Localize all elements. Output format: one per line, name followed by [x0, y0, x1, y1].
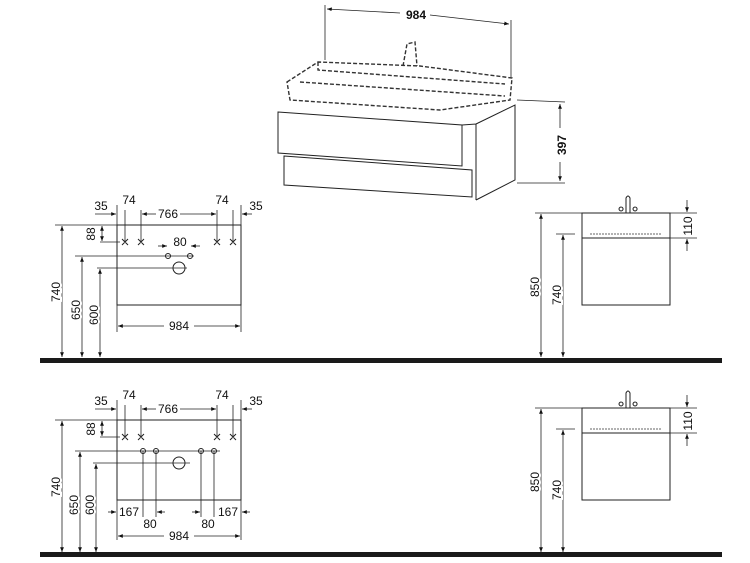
mount-crosses — [121, 433, 237, 441]
dim-110: 110 — [681, 411, 695, 430]
dim-740: 740 — [550, 285, 564, 305]
dim-600: 600 — [83, 495, 97, 515]
drawer-bottom — [283, 155, 473, 198]
dim-74-right: 74 — [215, 193, 229, 207]
side-view-1: 850 740 110 — [526, 195, 697, 357]
dim-766: 766 — [158, 207, 178, 221]
dim-167-left: 167 — [119, 505, 139, 519]
dim-74-left: 74 — [122, 193, 136, 207]
faucet-icon — [618, 390, 638, 408]
dim-984: 984 — [169, 529, 189, 543]
dim-110: 110 — [681, 216, 695, 235]
dim-width: 984 — [406, 8, 426, 22]
front-view-2: 35 74 766 74 35 88 740 650 600 167 80 80… — [47, 388, 263, 552]
dim-88: 88 — [84, 227, 98, 241]
dim-35-left: 35 — [94, 199, 108, 213]
dim-height: 397 — [555, 135, 569, 155]
dim-766: 766 — [158, 402, 178, 416]
dim-80-left: 80 — [143, 517, 157, 531]
dim-850: 850 — [528, 472, 542, 492]
dim-650: 650 — [69, 300, 83, 320]
floor-line-2 — [40, 552, 722, 557]
dim-167-right: 167 — [218, 505, 238, 519]
dim-35-left: 35 — [94, 394, 108, 408]
dim-600: 600 — [87, 305, 101, 325]
dim-740: 740 — [49, 282, 63, 302]
faucet-icon — [618, 195, 638, 213]
mount-crosses — [121, 238, 237, 246]
dim-35-right: 35 — [249, 199, 263, 213]
dim-740: 740 — [550, 480, 564, 500]
dim-850: 850 — [528, 277, 542, 297]
faucet-icon — [402, 41, 418, 67]
dim-74-right: 74 — [215, 388, 229, 402]
front-view-1: 35 74 766 74 35 88 80 740 650 600 984 — [47, 193, 263, 357]
side-view-2: 850 740 110 — [526, 390, 697, 552]
dim-650: 650 — [67, 495, 81, 515]
drawer-top — [277, 111, 463, 167]
dim-35-right: 35 — [249, 394, 263, 408]
dim-740: 740 — [49, 477, 63, 497]
dim-80: 80 — [173, 235, 187, 249]
floor-line-1 — [40, 358, 722, 363]
perspective-view: 984 397 — [277, 5, 569, 201]
dim-74-left: 74 — [122, 388, 136, 402]
dim-984: 984 — [169, 319, 189, 333]
dim-88: 88 — [84, 422, 98, 436]
dim-80-right: 80 — [201, 517, 215, 531]
